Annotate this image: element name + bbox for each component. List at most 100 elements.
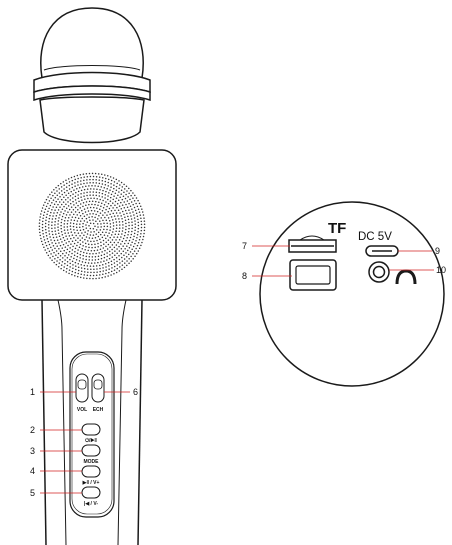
grille-dot [44,228,47,231]
grille-dot [120,252,122,255]
grille-dot [96,268,98,270]
grille-dot [107,198,109,201]
control-panel-inner [71,353,113,515]
grille-dot [55,214,58,217]
grille-dot [72,193,74,195]
grille-dot [65,179,67,182]
grille-dot [119,224,121,226]
grille-dot [52,255,54,258]
vol-label: VOL [77,407,87,413]
grille-dot [124,262,126,264]
grille-dot [39,234,41,237]
grille-dot [110,274,112,276]
grille-dot [86,179,88,181]
grille-dot [86,233,89,235]
grille-dot [109,196,112,199]
power-play-button[interactable] [81,423,101,436]
grille-dot [84,248,86,251]
grille-dot [105,266,107,268]
grille-dot [68,184,71,187]
grille-dot [52,236,55,239]
grille-dot [60,221,63,224]
grille-dot [118,270,121,272]
grille-dot [74,178,76,181]
grille-dot [126,237,128,239]
grille-dot [73,237,75,239]
grille-dot [88,237,91,239]
grille-dot [46,213,48,215]
grille-dot [57,226,59,228]
grille-dot [133,200,136,202]
grille-dot [64,259,66,261]
grille-dot [131,241,133,243]
grille-dot [66,264,69,267]
grille-dot [67,205,70,207]
grille-dot [45,244,48,247]
grille-dot [87,262,90,264]
grille-dot [79,276,82,279]
grille-dot [116,182,118,185]
grille-dot [140,223,143,226]
grille-dot [49,204,52,207]
grille-dot [128,187,130,190]
grille-dot [139,205,142,207]
grille-dot [77,237,79,239]
grille-dot [75,265,77,267]
grille-dot [41,223,44,226]
ech-slider[interactable] [91,373,105,403]
grille-dot [77,269,80,272]
grille-dot [99,274,101,276]
grille-dot [56,194,59,196]
grille-dot [76,229,78,232]
mode-button[interactable] [81,444,101,457]
grille-dot [53,239,56,242]
grille-dot [92,253,94,255]
play-vol-up-button[interactable] [81,465,101,478]
grille-dot [65,194,67,196]
grille-dot [91,237,94,240]
grille-dot [91,243,93,246]
grille-dot [81,217,83,220]
grille-dot [95,200,97,203]
vol-slider[interactable] [75,373,89,403]
grille-dot [89,222,92,225]
grille-dot [92,181,94,184]
grille-dot [58,217,60,219]
grille-dot [127,249,129,252]
grille-dot [99,208,101,210]
grille-dot [130,218,133,220]
grille-dot [102,267,104,269]
grille-dot [77,249,79,251]
grille-dot [41,226,44,229]
grille-dot [53,251,55,254]
grille-dot [40,240,43,243]
grille-dot [137,221,140,224]
grille-dot [70,219,72,221]
grille-dot [130,233,133,236]
grille-dot [67,201,69,203]
grille-dot [116,236,119,238]
prev-vol-down-button[interactable] [81,486,101,499]
grille-dot [96,197,98,200]
grille-dot [60,264,63,266]
grille-dot [65,242,67,244]
grille-dot [104,216,106,219]
grille-dot [112,222,115,224]
grille-dot [102,270,104,272]
grille-dot [83,264,86,267]
grille-dot [111,219,114,221]
grille-dot [104,180,107,183]
grille-dot [45,251,48,254]
grille-dot [84,261,87,264]
usb-port[interactable] [289,259,337,291]
grille-dot [62,181,65,183]
grille-dot [100,186,103,188]
grille-dot [118,255,120,257]
grille-dot [123,234,126,237]
grille-dot [74,261,77,264]
grille-dot [125,225,127,228]
callout-10: 10 [436,265,446,275]
grille-dot [68,250,71,253]
grille-dot [83,220,86,222]
grille-dot [121,204,124,206]
